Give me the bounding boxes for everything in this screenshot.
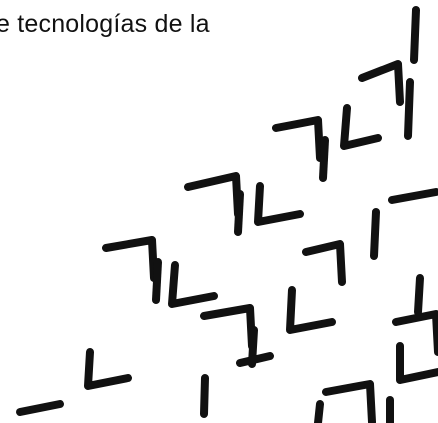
- bracket-mark-2: [184, 172, 242, 218]
- bracket-mark-13: [396, 342, 438, 384]
- bracket-mark-22: [414, 274, 424, 316]
- bracket-mark-17: [234, 190, 244, 236]
- body-text-fragment: e tecnologías de la: [0, 10, 210, 38]
- bracket-mark-5: [200, 304, 256, 350]
- bracket-mark-6: [392, 310, 438, 356]
- bracket-mark-25: [16, 400, 64, 416]
- bracket-mark-11: [286, 286, 336, 334]
- bracket-mark-24: [314, 400, 324, 423]
- bracket-mark-18: [152, 258, 162, 304]
- bracket-mark-0: [358, 60, 404, 106]
- bracket-mark-12: [84, 348, 132, 390]
- bracket-mark-3: [302, 240, 346, 286]
- bracket-mark-8: [340, 104, 382, 150]
- bracket-mark-4: [102, 236, 158, 282]
- bracket-mark-26: [388, 188, 438, 204]
- bracket-mark-19: [370, 208, 380, 260]
- bracket-mark-1: [272, 116, 324, 162]
- bracket-mark-16: [319, 136, 329, 182]
- bracket-mark-20: [200, 374, 209, 418]
- bracket-mark-7: [322, 380, 376, 423]
- bracket-mark-9: [254, 182, 304, 226]
- bracket-mark-14: [410, 6, 420, 64]
- bracket-mark-10: [168, 261, 218, 308]
- bracket-mark-27: [236, 352, 274, 367]
- bracket-mark-15: [404, 78, 414, 140]
